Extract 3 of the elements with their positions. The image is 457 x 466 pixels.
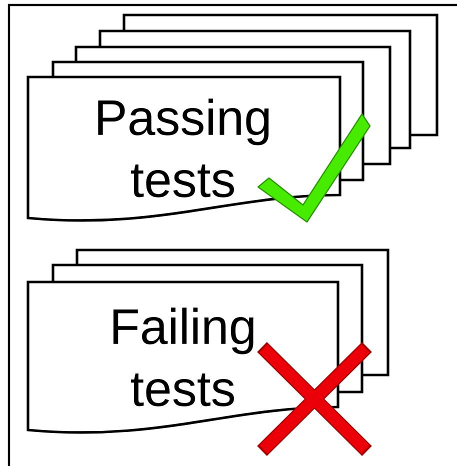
node-label: Failing tests	[113, 308, 254, 406]
document-stack: Failing tests	[26, 248, 390, 434]
document-stack: Passing tests	[26, 14, 438, 222]
